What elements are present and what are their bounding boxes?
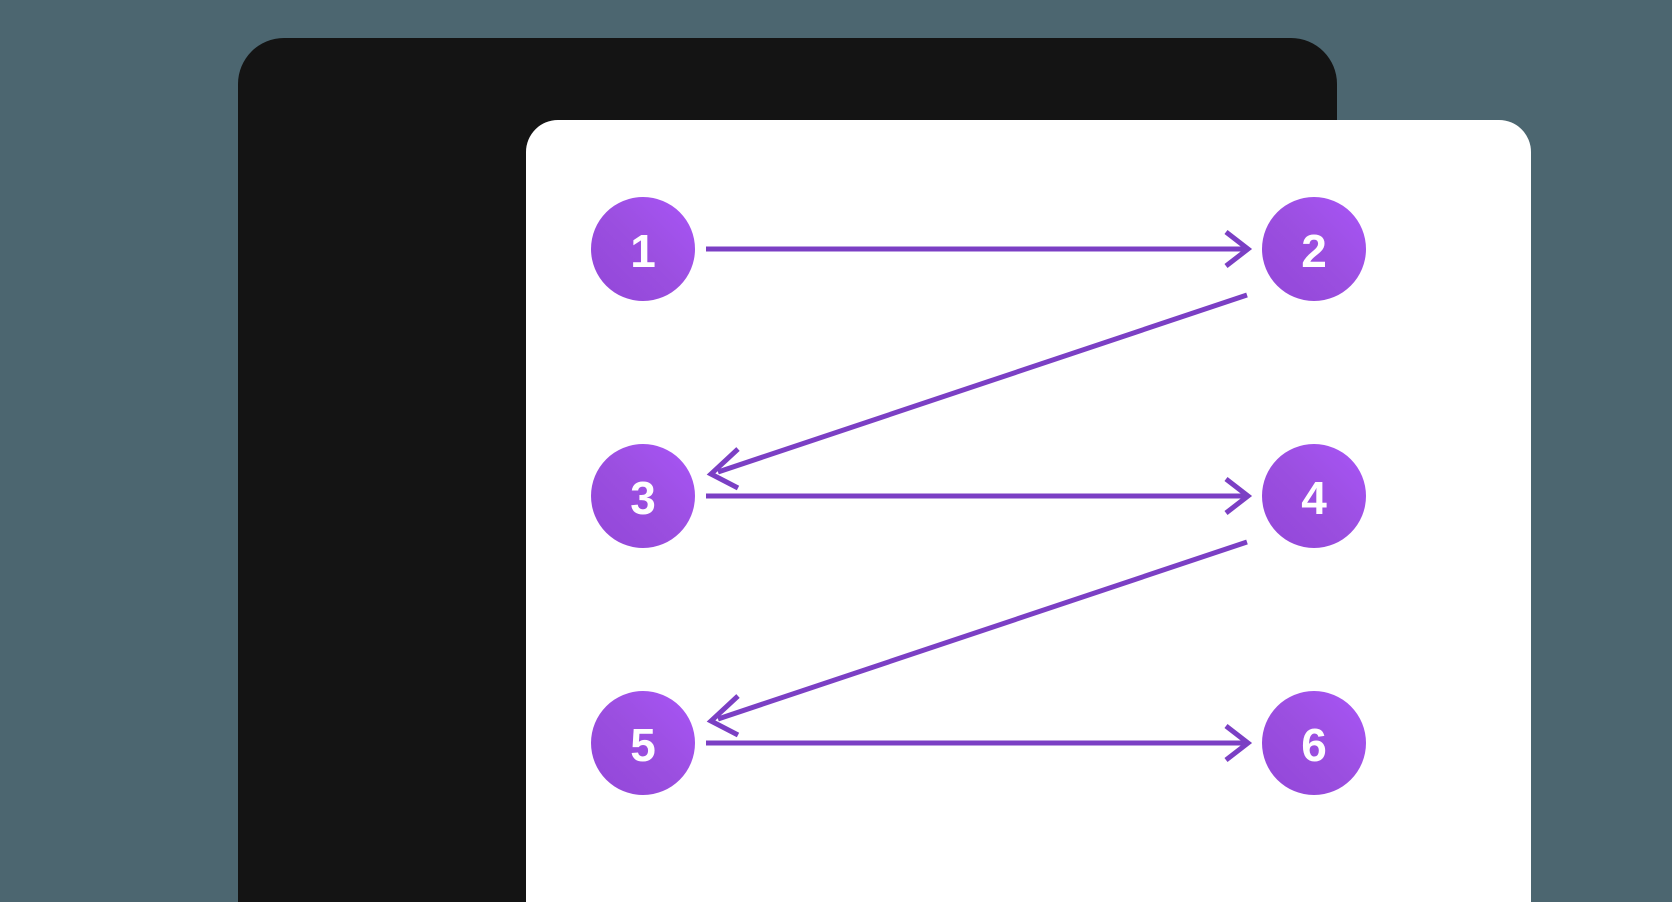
node-2-circle[interactable] <box>1262 197 1366 301</box>
node-6[interactable]: 6 <box>1262 691 1366 795</box>
node-3-circle[interactable] <box>591 444 695 548</box>
edge-line-2-3 <box>717 292 1248 475</box>
boustrophedon-flow-diagram: 1 2 3 4 5 <box>591 197 1366 795</box>
node-4[interactable]: 4 <box>1262 444 1366 548</box>
node-4-label: 4 <box>1301 472 1327 524</box>
node-5-circle[interactable] <box>591 691 695 795</box>
tablet-device-frame: 1 2 3 4 5 <box>238 38 1531 902</box>
arrowhead-left-2-3 <box>706 447 740 491</box>
edge-1-to-2 <box>706 230 1253 268</box>
node-4-circle[interactable] <box>1262 444 1366 548</box>
node-3-label: 3 <box>630 472 656 524</box>
node-5[interactable]: 5 <box>591 691 695 795</box>
arrowhead-right-1-2 <box>1224 230 1253 268</box>
arrowhead-left-4-5 <box>706 694 740 738</box>
node-2[interactable]: 2 <box>1262 197 1366 301</box>
node-3[interactable]: 3 <box>591 444 695 548</box>
node-6-label: 6 <box>1301 719 1327 771</box>
tablet-screen: 1 2 3 4 5 <box>526 120 1531 902</box>
edge-3-to-4 <box>706 477 1253 515</box>
edge-2-to-3 <box>706 292 1248 491</box>
node-2-label: 2 <box>1301 225 1327 277</box>
arrowhead-right-3-4 <box>1224 477 1253 515</box>
node-1-label: 1 <box>630 225 656 277</box>
node-1[interactable]: 1 <box>591 197 695 301</box>
edge-line-4-5 <box>717 539 1248 722</box>
node-5-label: 5 <box>630 719 656 771</box>
edge-4-to-5 <box>706 539 1248 738</box>
arrowhead-right-5-6 <box>1224 724 1253 762</box>
node-6-circle[interactable] <box>1262 691 1366 795</box>
node-1-circle[interactable] <box>591 197 695 301</box>
edge-5-to-6 <box>706 724 1253 762</box>
